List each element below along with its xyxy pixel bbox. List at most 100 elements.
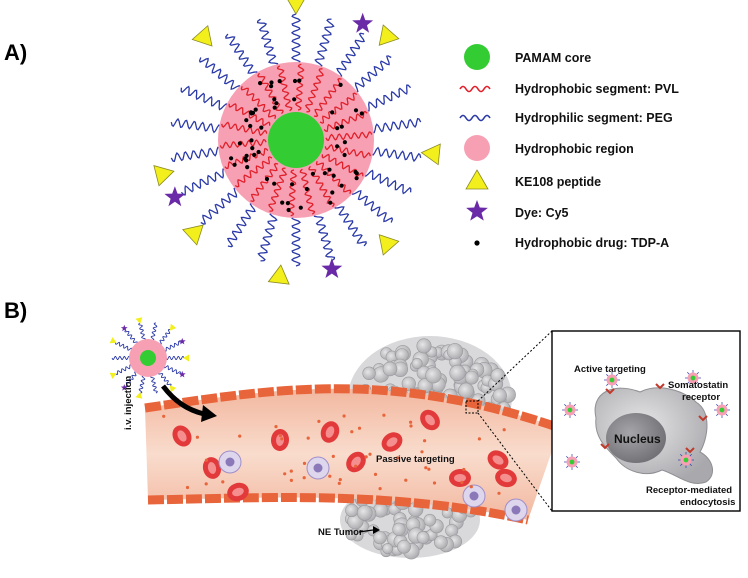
nanoparticle-dot xyxy=(460,480,464,484)
peg-chain xyxy=(364,169,412,195)
nanoparticle-dot xyxy=(409,424,413,428)
pvl-chain xyxy=(287,169,298,217)
legend-region-swatch xyxy=(464,135,490,161)
tumor-label: NE Tumor xyxy=(318,527,363,538)
tumor-cell xyxy=(446,343,464,360)
injected-nanoparticle xyxy=(109,317,189,399)
drug-dot xyxy=(253,107,258,112)
nanoparticle-dot xyxy=(462,467,466,472)
peg-chains xyxy=(170,13,422,267)
drug-dot xyxy=(304,186,309,192)
peptide-triangle xyxy=(191,24,213,47)
chain-end-groups xyxy=(153,0,441,285)
drug-dot xyxy=(286,207,291,213)
peg-chain xyxy=(370,146,422,163)
small-peptide xyxy=(169,323,177,331)
drug-dot xyxy=(244,118,249,123)
nanoparticle-dot xyxy=(195,435,199,439)
drug-dot xyxy=(339,183,344,188)
peg-chain xyxy=(170,146,222,163)
nanoparticle-dot xyxy=(274,425,278,429)
drug-dot xyxy=(327,167,332,172)
peg-chain xyxy=(257,212,278,262)
drug-dot xyxy=(310,171,315,176)
small-peptide xyxy=(169,385,177,393)
small-peptide xyxy=(183,354,189,362)
drug-dot xyxy=(269,80,274,85)
drug-dot xyxy=(292,78,298,84)
small-np-chains xyxy=(109,317,189,399)
nanoparticle-dot xyxy=(350,430,354,434)
red-blood-cell-center xyxy=(454,473,466,483)
drug-dot xyxy=(237,141,242,146)
nanoparticle-dot xyxy=(368,452,372,456)
injection-arrowhead-icon xyxy=(201,405,217,422)
tumor-cell xyxy=(345,503,359,518)
small-peg-chain xyxy=(138,322,146,341)
red-blood-cell-center xyxy=(492,455,504,465)
nanoparticle-dot xyxy=(289,478,293,482)
tumor-cell xyxy=(356,504,373,521)
tumor-cell xyxy=(392,522,406,536)
small-peptide xyxy=(109,337,117,344)
legend-dye-swatch xyxy=(466,200,488,221)
nanoparticle-dot xyxy=(396,456,400,460)
tumor-cell xyxy=(382,543,394,555)
nanoparticle-dot xyxy=(162,414,166,418)
drug-dot xyxy=(259,125,264,130)
drug-dot xyxy=(342,140,347,145)
receptor-icon xyxy=(685,447,695,454)
nucleus xyxy=(606,413,666,463)
legend-peptide-swatch xyxy=(465,169,489,190)
blood-vessel xyxy=(144,384,562,525)
nanoparticle-dot xyxy=(409,420,413,424)
tumor-cell xyxy=(423,513,437,527)
peg-chain xyxy=(170,117,222,134)
drug-dot xyxy=(330,190,335,195)
small-peg-chain xyxy=(138,375,146,394)
pvl-chain xyxy=(240,86,277,119)
red-blood-cell-center xyxy=(351,456,361,468)
nanoparticle-dot xyxy=(364,455,368,459)
inset-np-core xyxy=(683,457,689,463)
peptide-triangle xyxy=(287,0,305,15)
pamam-core xyxy=(268,112,324,168)
injection-label: i.v. injection xyxy=(123,376,134,430)
drug-dot xyxy=(232,162,237,167)
legend-peg-text: Hydrophilic segment: PEG xyxy=(515,111,673,125)
drug-dot xyxy=(250,146,255,151)
red-blood-cell-center xyxy=(177,430,187,442)
nanoparticle-dot xyxy=(382,413,386,417)
legend-pvl-text: Hydrophobic segment: PVL xyxy=(515,82,679,96)
drug-dot xyxy=(272,181,277,186)
nanoparticle-dot xyxy=(280,437,284,441)
small-peptide xyxy=(135,317,143,324)
tumor-cell xyxy=(492,388,507,403)
pvl-chains xyxy=(219,63,373,217)
peptide-triangle xyxy=(378,234,400,256)
drug-dots xyxy=(229,78,364,213)
peg-chain xyxy=(180,85,228,111)
receptor-icon xyxy=(605,388,615,395)
nanoparticle-dot xyxy=(420,450,424,454)
nanoparticle-dot xyxy=(278,433,282,438)
drug-dot xyxy=(335,144,340,149)
pvl-chain xyxy=(221,121,268,137)
small-peg-chain xyxy=(115,341,133,351)
inset-np-core xyxy=(690,375,696,381)
pvl-chain xyxy=(299,168,316,215)
drug-dot xyxy=(245,165,250,170)
drug-dot xyxy=(274,101,279,106)
tumor-cell xyxy=(490,368,505,383)
pvl-chain xyxy=(276,65,293,112)
endocytosis-label-line2: endocytosis xyxy=(680,497,735,508)
zoom-line-bottom xyxy=(477,412,553,512)
drug-dot xyxy=(269,84,274,89)
drug-dot xyxy=(264,176,270,182)
white-blood-cell-nucleus xyxy=(469,491,479,501)
receptor-icon xyxy=(698,415,708,422)
small-peg-chain xyxy=(163,365,181,375)
legend-drug-swatch xyxy=(474,240,480,246)
peg-chain xyxy=(256,18,279,68)
tumor-cell xyxy=(397,539,411,554)
